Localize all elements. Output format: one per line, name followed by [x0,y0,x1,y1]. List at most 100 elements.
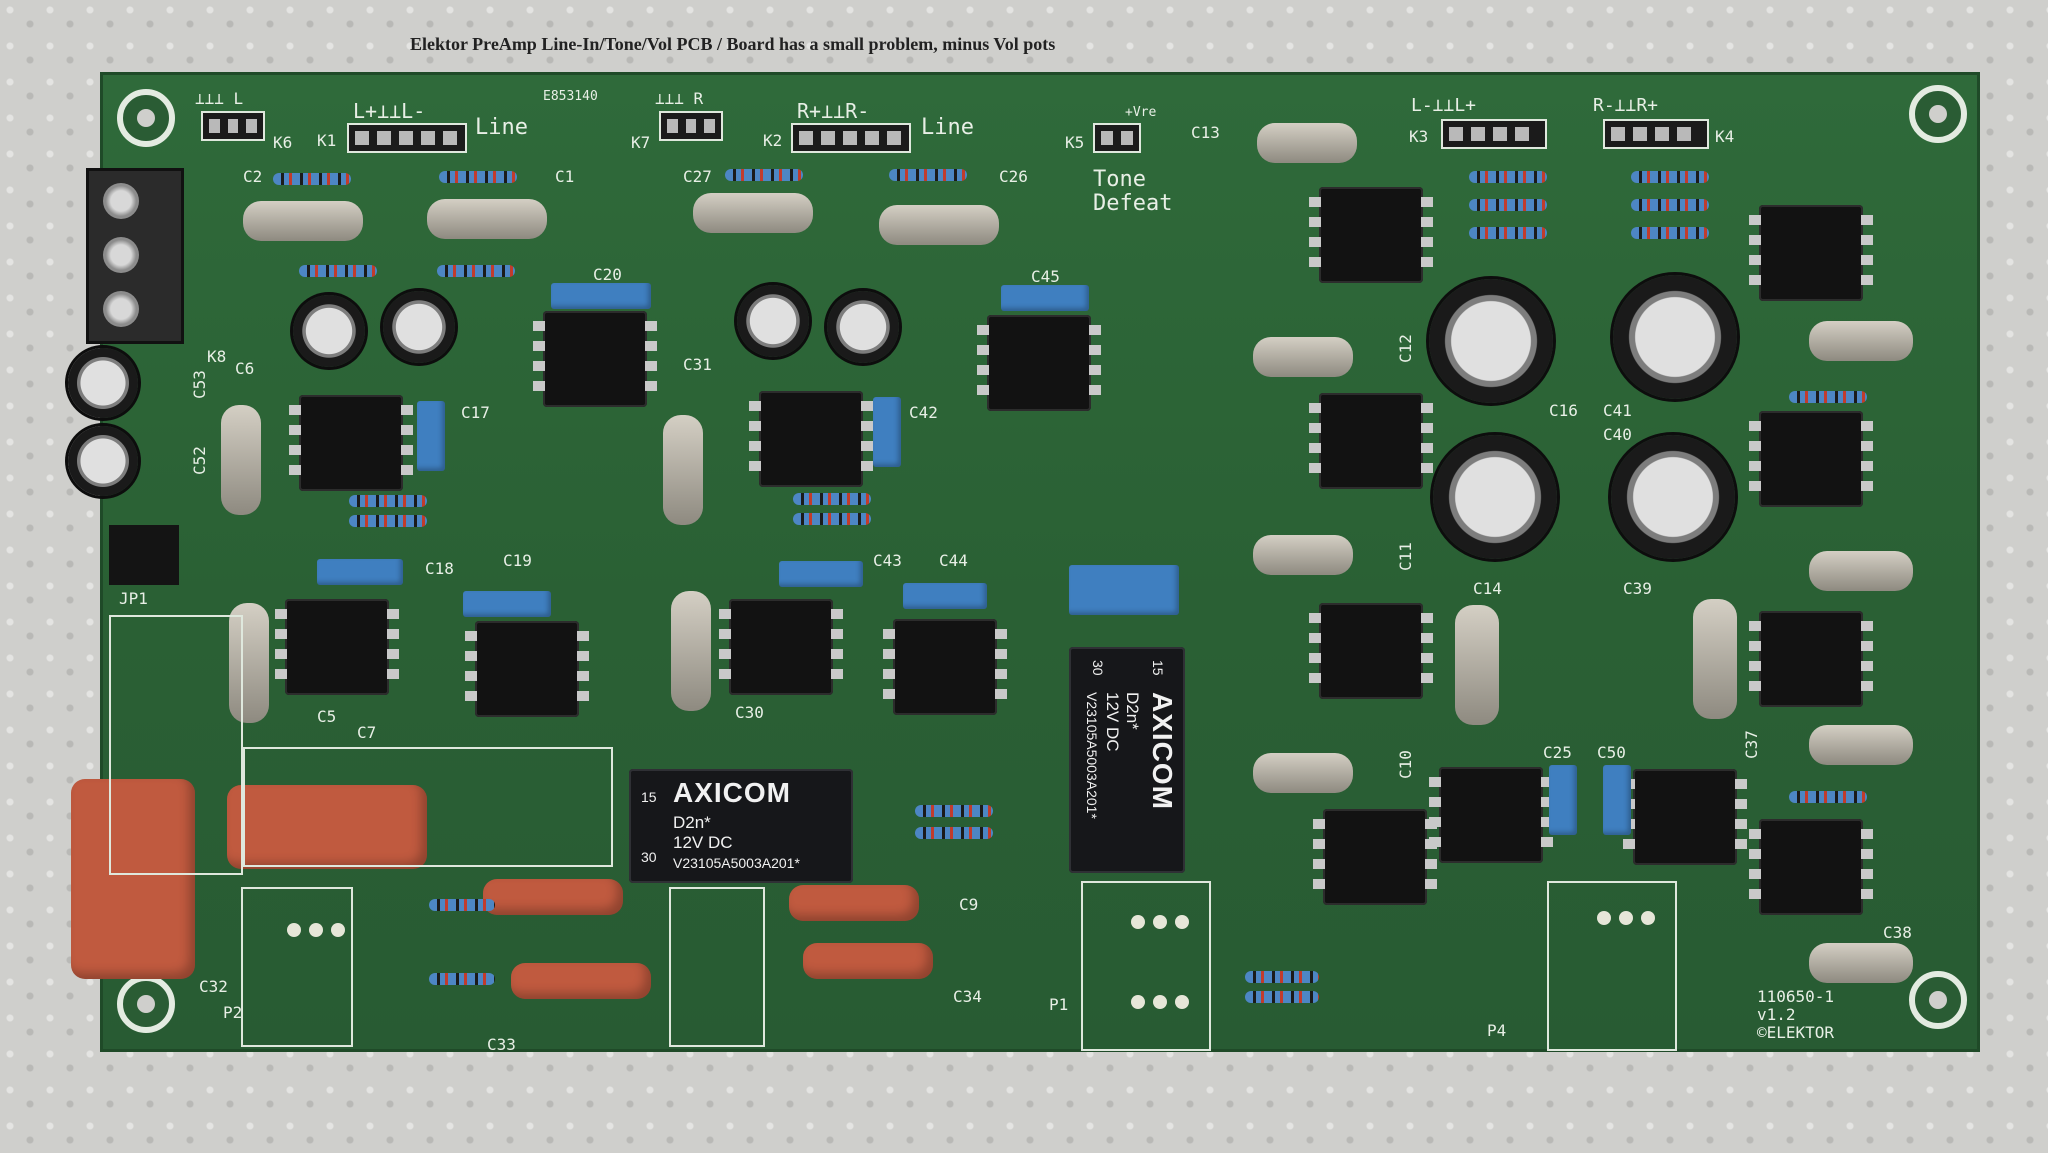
label-c1: C1 [555,167,575,186]
pad [1597,911,1611,925]
label-c2: C2 [243,167,263,186]
metal-film-capacitor [1693,599,1737,719]
op-amp-ic [275,599,399,695]
defeat-label: Defeat [1093,191,1173,216]
op-amp-ic [883,619,1007,715]
label-c32: C32 [199,977,228,996]
electrolytic-capacitor [1433,435,1557,559]
box-capacitor [873,397,901,467]
metal-film-capacitor [1455,605,1499,725]
label-c33: C33 [487,1035,516,1054]
resistor [915,827,993,839]
connector-k5 [1093,123,1141,153]
relay-pin-30: 30 [641,849,657,865]
k6-label: K6 [273,133,293,152]
metal-film-capacitor [1809,725,1913,765]
label-c5: C5 [317,707,337,726]
resistor [889,169,967,181]
op-amp-ic [1749,819,1873,915]
label-c44: C44 [939,551,968,570]
plus-v-label: +Vre [1125,105,1157,120]
electrolytic-capacitor [293,295,365,367]
label-c34: C34 [953,987,982,1006]
k8-label: K8 [207,347,227,366]
label-c37: C37 [1741,730,1761,759]
relay-rating: 12V DC [1103,692,1122,752]
op-amp-ic [289,395,413,491]
relay-brand: AXICOM [673,777,791,808]
label-c25: C25 [1543,743,1572,762]
box-capacitor [1001,285,1089,311]
box-capacitor [317,559,403,585]
pot-footprint-p2 [241,887,353,1047]
resistor [1789,791,1867,803]
relay-horizontal: AXICOM D2n* 12V DC V23105A5003A201* 15 3… [629,769,853,883]
mounting-hole [117,89,175,147]
label-c41: C41 [1603,401,1632,420]
electrolytic-capacitor-c52 [68,426,138,496]
resistor [1469,199,1547,211]
pcb-board: E853140 ⊥⊥⊥ L L+⊥⊥L- Line ⊥⊥⊥ R R+⊥⊥R- L… [71,72,1980,1054]
k2-pins-label: R+⊥⊥R- [797,99,870,123]
resistor [793,493,871,505]
box-capacitor [551,283,651,309]
resistor [725,169,803,181]
label-c38: C38 [1883,923,1912,942]
connector-k1 [347,123,467,153]
label-c20: C20 [593,265,622,284]
resistor [1245,971,1319,983]
metal-film-capacitor [1809,321,1913,361]
electrolytic-capacitor [737,285,809,357]
resistor [1631,171,1709,183]
label-c16: C16 [1549,401,1578,420]
metal-film-capacitor [1253,337,1353,377]
k4-label: K4 [1715,127,1735,146]
relay-model: D2n* [673,813,711,832]
metal-film-capacitor [1809,551,1913,591]
k6-pins-label: ⊥⊥⊥ L [195,89,244,108]
metal-film-capacitor [879,205,999,245]
op-amp-ic [977,315,1101,411]
k7-pins-label: ⊥⊥⊥ R [655,89,704,108]
terminal-screw [103,183,139,219]
resistor [349,515,427,527]
op-amp-ic [465,621,589,717]
film-capacitor-c32 [71,779,195,979]
code-top-label: E853140 [543,89,598,104]
connector-k7 [659,111,723,141]
op-amp-ic [749,391,873,487]
box-capacitor [779,561,863,587]
resistor [439,171,517,183]
box-capacitor [903,583,987,609]
pad [1641,911,1655,925]
relay-rating: 12V DC [673,833,733,852]
op-amp-ic [1309,393,1433,489]
resistor [915,805,993,817]
label-c39: C39 [1623,579,1652,598]
metal-film-capacitor [221,405,261,515]
op-amp-ic [1313,809,1437,905]
k5-label: K5 [1065,133,1085,152]
mounting-hole [1909,85,1967,143]
label-p4: P4 [1487,1021,1507,1040]
label-c17: C17 [461,403,490,422]
label-c31: C31 [683,355,712,374]
label-c30: C30 [735,703,764,722]
electrolytic-capacitor [1613,275,1737,399]
k2-label: K2 [763,131,783,150]
box-capacitor [1549,765,1577,835]
pad [1175,915,1189,929]
film-capacitor [789,885,919,921]
metal-film-capacitor [229,603,269,723]
terminal-screw [103,237,139,273]
relay-model: D2n* [1123,692,1142,730]
pad [331,923,345,937]
label-c14: C14 [1473,579,1502,598]
resistor [1469,171,1547,183]
relay-pin-30: 30 [1090,660,1106,676]
photo-caption: Elektor PreAmp Line-In/Tone/Vol PCB / Bo… [410,34,1056,54]
metal-film-capacitor [1253,753,1353,793]
k3-label: K3 [1409,127,1429,146]
op-amp-ic [1309,187,1433,283]
label-c52: C52 [189,446,209,475]
